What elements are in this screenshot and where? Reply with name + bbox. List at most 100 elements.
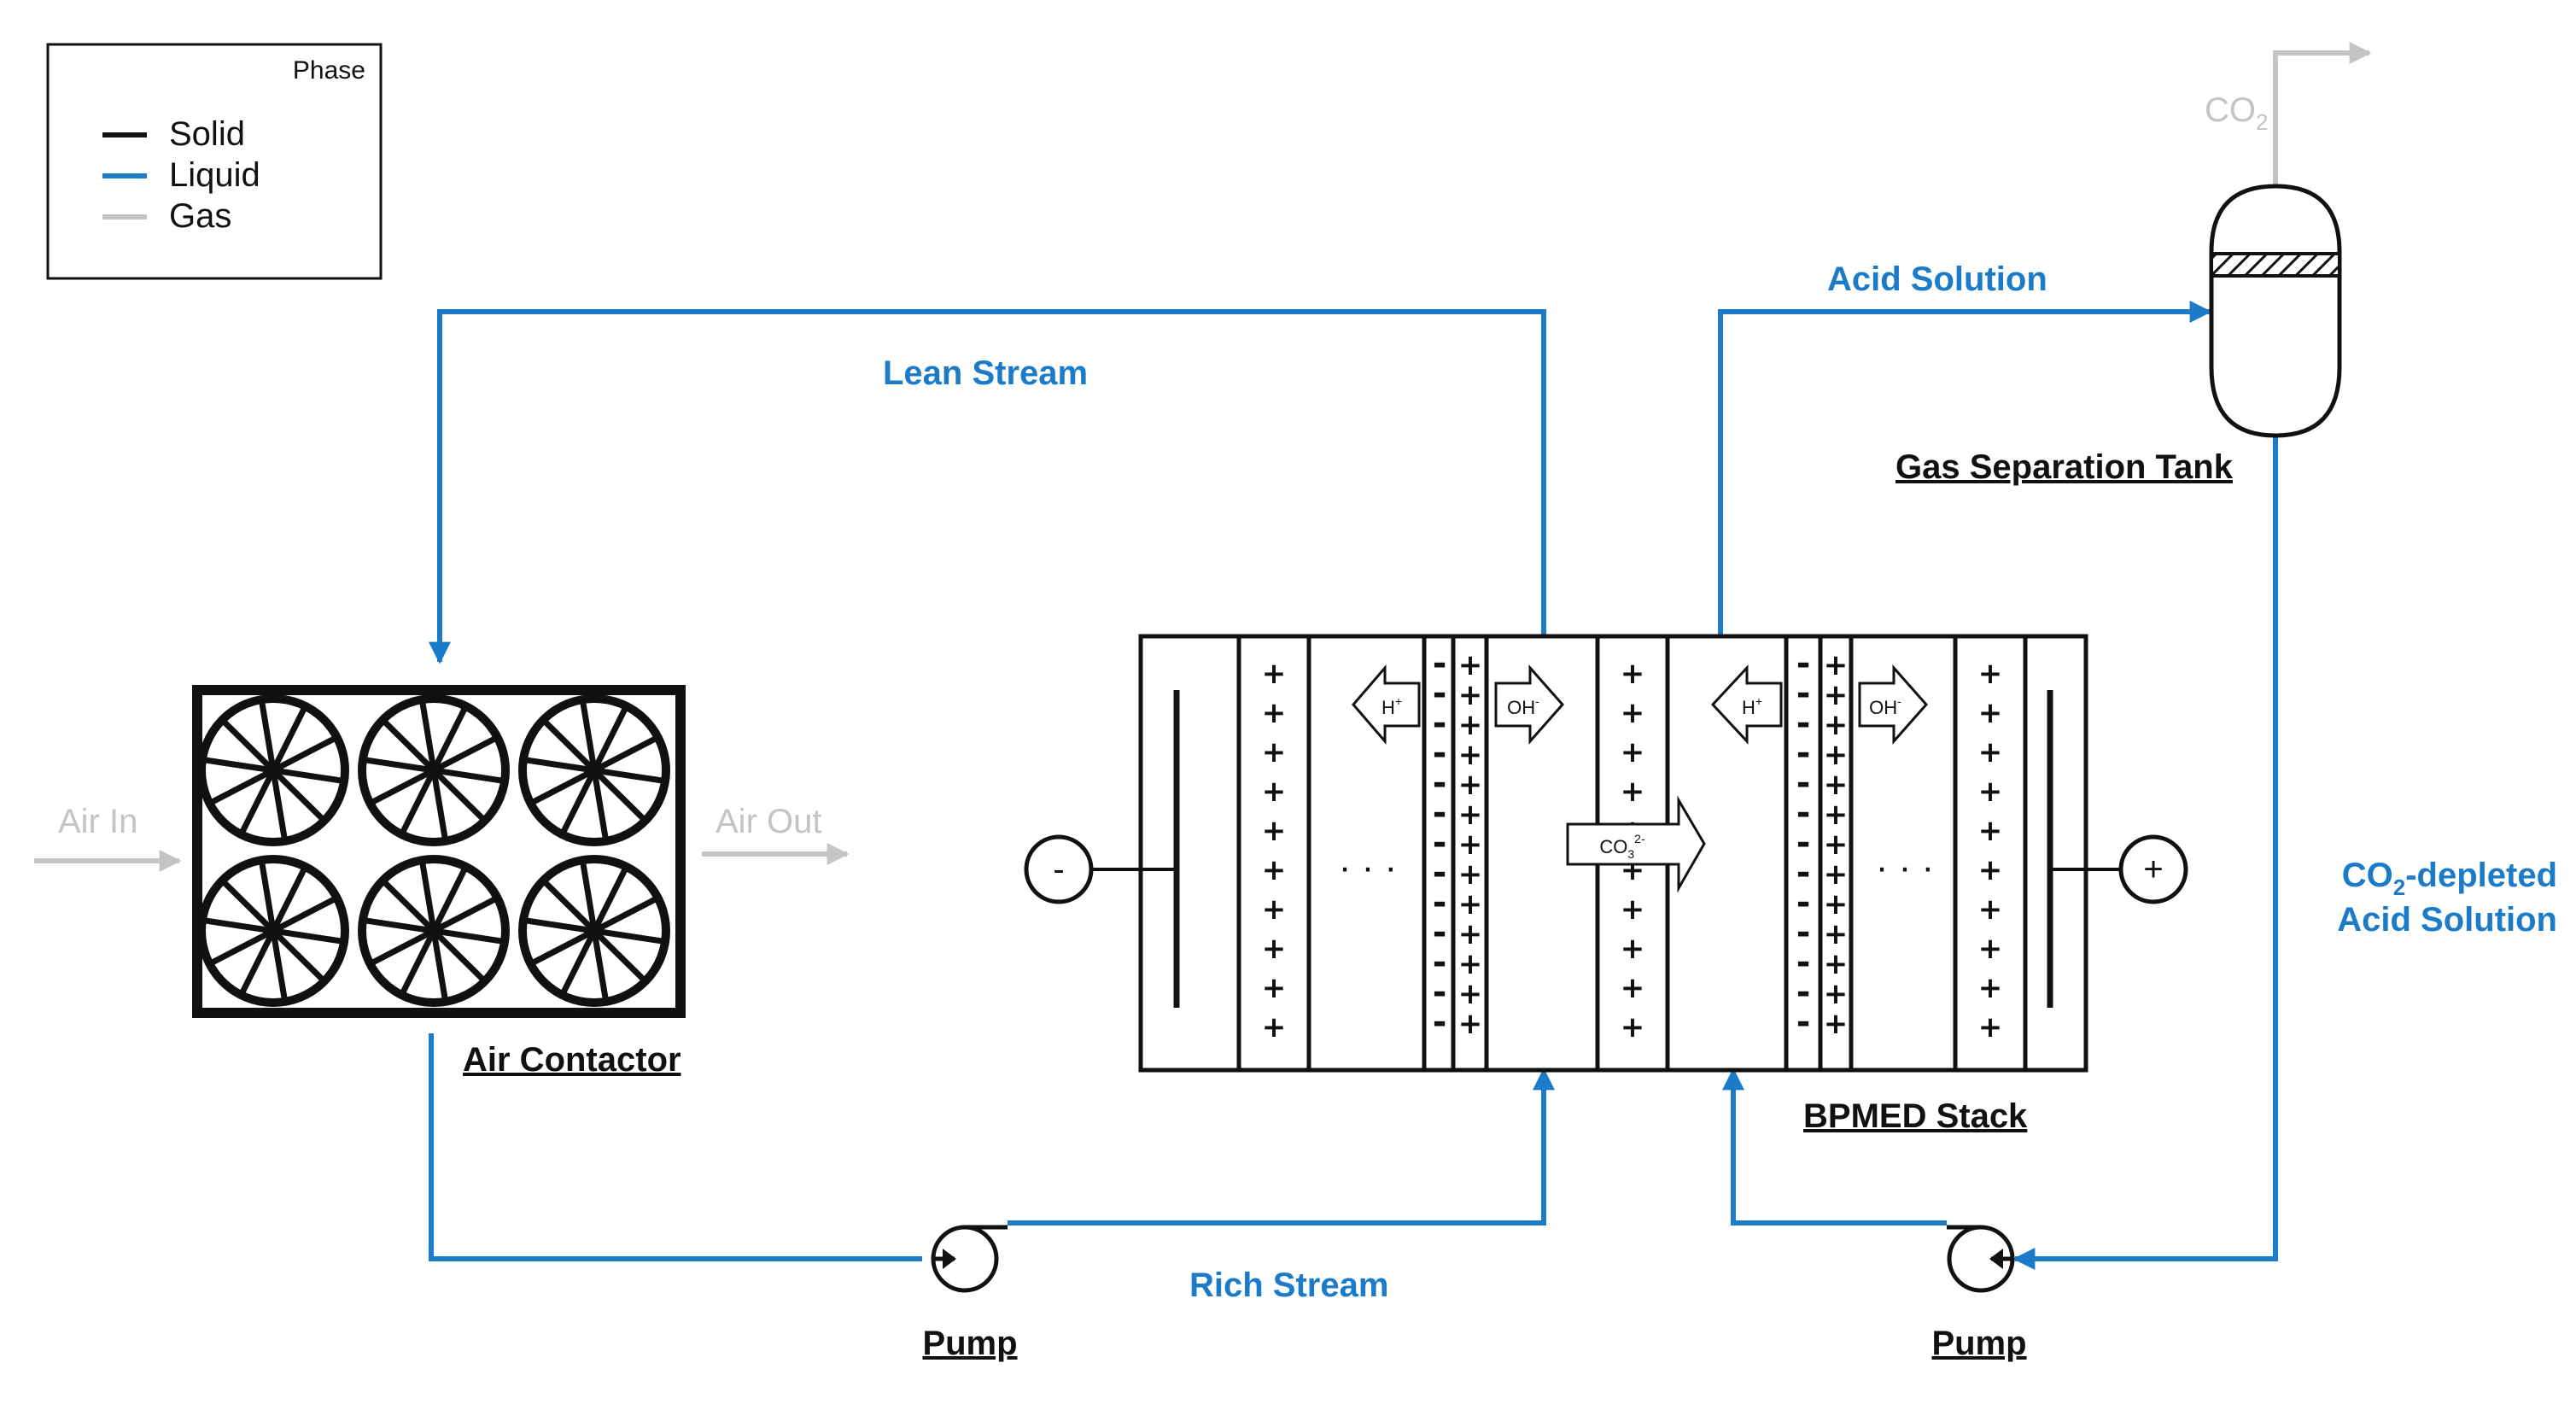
membrane-plus-sign: + (1262, 1010, 1287, 1044)
membrane-minus-sign: - (1433, 793, 1447, 833)
membrane-plus-sign: + (1978, 657, 2003, 691)
depleted-acid-line-b (1722, 1068, 1947, 1226)
air-contactor-label: Air Contactor (463, 1041, 681, 1079)
membrane-plus-sign: + (1824, 857, 1849, 892)
membrane-plus-sign: + (1458, 887, 1483, 921)
liquid-lines (429, 301, 2278, 1270)
svg-text:CO32-: CO32- (1599, 832, 1645, 861)
membrane-minus-sign: - (1796, 644, 1811, 683)
membrane-plus-sign: + (1621, 775, 1645, 809)
membrane-minus-sign: - (1433, 913, 1447, 952)
bpmed-stack-label: BPMED Stack (1803, 1097, 2028, 1135)
ion-arrow-oh-right: OH- (1858, 664, 1929, 745)
depleted-acid-label-line1: CO2-depleted (2342, 857, 2557, 900)
membrane-minus-sign: - (1796, 853, 1811, 892)
pump-right (1947, 1225, 2015, 1293)
bpmed-stack: - + ++++++++++-------------+++++++++++++… (1024, 634, 2188, 1073)
fan-icon (197, 855, 349, 1007)
cathode-sign: - (1053, 851, 1064, 888)
depleted-acid-label-line2: Acid Solution (2337, 901, 2557, 939)
membrane-plus-sign: + (1824, 887, 1849, 921)
membrane-minus-sign: - (1796, 913, 1811, 952)
membrane-minus-sign: - (1796, 943, 1811, 982)
membrane-minus-sign: - (1433, 674, 1447, 713)
membrane-minus-sign: - (1796, 763, 1811, 803)
membrane-plus-sign: + (1621, 932, 1645, 966)
pump-left-label: Pump (922, 1325, 1017, 1362)
lean-stream-label: Lean Stream (883, 354, 1088, 392)
tank-packing (2210, 252, 2341, 278)
air-in-label: Air In (58, 803, 137, 840)
svg-text:H+: H+ (1381, 694, 1402, 718)
membrane-minus-sign: - (1796, 674, 1811, 713)
stack-ellipsis-right: · · · (1876, 846, 1934, 888)
anode-terminal (2118, 834, 2188, 904)
membrane-signs: ++++++++++-------------+++++++++++++++++… (1262, 644, 2003, 1044)
lean-stream-line (429, 309, 1546, 664)
membrane-plus-sign: + (1978, 814, 2003, 848)
depleted-acid-line-a (2012, 436, 2278, 1270)
membrane-plus-sign: + (1978, 932, 2003, 966)
membrane-minus-sign: - (1433, 973, 1447, 1012)
fan-icon (518, 855, 670, 1007)
membrane-plus-sign: + (1824, 1007, 1849, 1041)
membrane-plus-sign: + (1262, 814, 1287, 848)
membrane-plus-sign: + (1621, 971, 1645, 1005)
membrane-plus-sign: + (1458, 738, 1483, 772)
membrane-plus-sign: + (1824, 738, 1849, 772)
membrane-plus-sign: + (1824, 977, 1849, 1011)
membrane-plus-sign: + (1621, 1010, 1645, 1044)
membrane-plus-sign: + (1621, 696, 1645, 730)
membrane-plus-sign: + (1458, 798, 1483, 832)
rich-stream-line-a (429, 1033, 922, 1261)
membrane-plus-sign: + (1978, 775, 2003, 809)
membrane-plus-sign: + (1458, 648, 1483, 682)
membrane-plus-sign: + (1824, 828, 1849, 862)
membrane-minus-sign: - (1796, 823, 1811, 863)
co2-gas-label: CO2 (2205, 91, 2268, 135)
membrane-minus-sign: - (1796, 883, 1811, 922)
gas-separation-tank (2209, 184, 2342, 438)
ion-arrow-oh-left: OH- (1494, 664, 1565, 745)
air-out-label: Air Out (716, 803, 821, 840)
membrane-plus-sign: + (1824, 708, 1849, 742)
membrane-plus-sign: + (1824, 648, 1849, 682)
membrane-plus-sign: + (1458, 708, 1483, 742)
stack-ellipsis-left: · · · (1339, 846, 1397, 888)
membrane-plus-sign: + (1262, 775, 1287, 809)
membrane-plus-sign: + (1978, 853, 2003, 887)
membrane-plus-sign: + (1458, 768, 1483, 802)
acid-solution-line (1718, 301, 2212, 636)
ion-arrow-co3: CO32- (1566, 795, 1706, 893)
membrane-plus-sign: + (1978, 892, 2003, 927)
membrane-plus-sign: + (1621, 657, 1645, 691)
membrane-minus-sign: - (1433, 763, 1447, 803)
legend-label-solid: Solid (169, 115, 245, 153)
membrane-plus-sign: + (1458, 917, 1483, 951)
legend-title: Phase (293, 56, 365, 85)
fan-icon (518, 694, 670, 846)
membrane-plus-sign: + (1458, 1007, 1483, 1041)
pump-left (931, 1225, 1008, 1293)
membrane-plus-sign: + (1262, 696, 1287, 730)
acid-solution-label: Acid Solution (1827, 260, 2047, 298)
membrane-minus-sign: - (1433, 943, 1447, 982)
membrane-minus-sign: - (1796, 704, 1811, 743)
membrane-plus-sign: + (1824, 798, 1849, 832)
ion-arrow-h-right: H+ (1710, 664, 1783, 745)
fan-icon (197, 694, 349, 846)
membrane-plus-sign: + (1458, 857, 1483, 892)
legend-label-liquid: Liquid (169, 156, 260, 194)
membrane-plus-sign: + (1824, 917, 1849, 951)
legend-label-gas: Gas (169, 197, 231, 235)
air-contactor-fans (197, 694, 670, 1007)
membrane-plus-sign: + (1824, 678, 1849, 712)
anode-sign: + (2143, 851, 2163, 888)
membrane-plus-sign: + (1978, 971, 2003, 1005)
membrane-minus-sign: - (1433, 823, 1447, 863)
membrane-plus-sign: + (1458, 678, 1483, 712)
membrane-plus-sign: + (1621, 735, 1645, 769)
pump-right-label: Pump (1931, 1325, 2026, 1362)
gas-tank-label: Gas Separation Tank (1895, 448, 2234, 486)
